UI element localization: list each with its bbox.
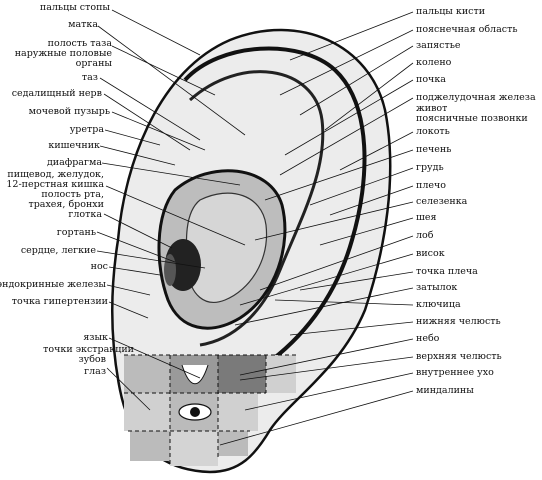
label-tonsils: миндалины [416, 385, 474, 396]
label-lumbar-vertebrae: поясничные позвонки [416, 113, 528, 124]
label-tongue: язык [83, 332, 108, 343]
label-pancreas: поджелудочная железа [416, 92, 536, 103]
label-mouth-cavity: полость рта, [41, 189, 104, 200]
label-pelvic-cavity: полость таза [47, 38, 112, 49]
label-toes: пальцы стопы [39, 2, 110, 13]
leader-lines-right [219, 11, 414, 446]
label-inner-ear: внутреннее ухо [416, 367, 494, 378]
label-clavicle: ключица [416, 299, 461, 310]
label-shoulder: плечо [416, 180, 446, 191]
label-external-genitals: наружные половые [14, 48, 112, 59]
label-temple: висок [416, 248, 445, 259]
label-lower-jaw: нижняя челюсть [416, 316, 501, 327]
helix-rim [183, 46, 367, 367]
label-tooth-extraction-points: точки экстракции [43, 344, 134, 355]
label-endocrine-glands: эндокринные железы [0, 279, 106, 290]
label-abdomen: живот [416, 103, 448, 114]
label-liver: печень [416, 144, 452, 155]
lobe-grid [124, 354, 296, 466]
label-lumbar-region: пояснечная область [416, 24, 518, 35]
label-uterus: матка [68, 19, 98, 30]
label-forehead: лоб [416, 230, 434, 241]
label-neck: шея [416, 212, 437, 223]
label-duodenum: 12-перстная кишка [6, 179, 104, 190]
label-chest: грудь [416, 162, 444, 173]
label-larynx: гортань [56, 227, 96, 238]
label-sciatic-nerve: седалищный нерв [11, 88, 102, 99]
label-kidney: почка [416, 74, 446, 85]
label-pharynx: глотка [68, 209, 102, 220]
label-elbow: локоть [416, 126, 450, 137]
label-trachea-bronchi: трахея, бронхи [28, 199, 104, 210]
label-diaphragm: диафрагма [46, 157, 102, 168]
label-palate: небо [416, 333, 440, 344]
label-urethra: уретра [69, 124, 104, 135]
label-esophagus-stomach: пищевод, желудок, [7, 169, 104, 180]
label-pelvis: таз [81, 72, 98, 83]
antihelix [188, 70, 325, 347]
label-organs: органы [75, 58, 112, 69]
label-bladder: мочевой пузырь [28, 106, 110, 117]
label-eye: глаз [84, 366, 106, 377]
label-occiput: затылок [416, 282, 458, 293]
label-heart-lungs: сердце, легкие [20, 245, 96, 256]
label-teeth: зубов [78, 354, 106, 365]
label-knee: колено [416, 57, 452, 68]
label-shoulder-point: точка плеча [416, 266, 478, 277]
label-fingers: пальцы кисти [416, 6, 486, 17]
label-spleen: селезенка [416, 196, 468, 207]
label-wrist: запястье [416, 40, 461, 51]
label-hypertension-point: точка гипертензии [11, 296, 108, 307]
leader-lines-left [96, 9, 246, 411]
label-upper-jaw: верхняя челюсть [416, 351, 502, 362]
label-intestine: кишечник [48, 140, 100, 151]
label-nose: нос [90, 261, 108, 272]
